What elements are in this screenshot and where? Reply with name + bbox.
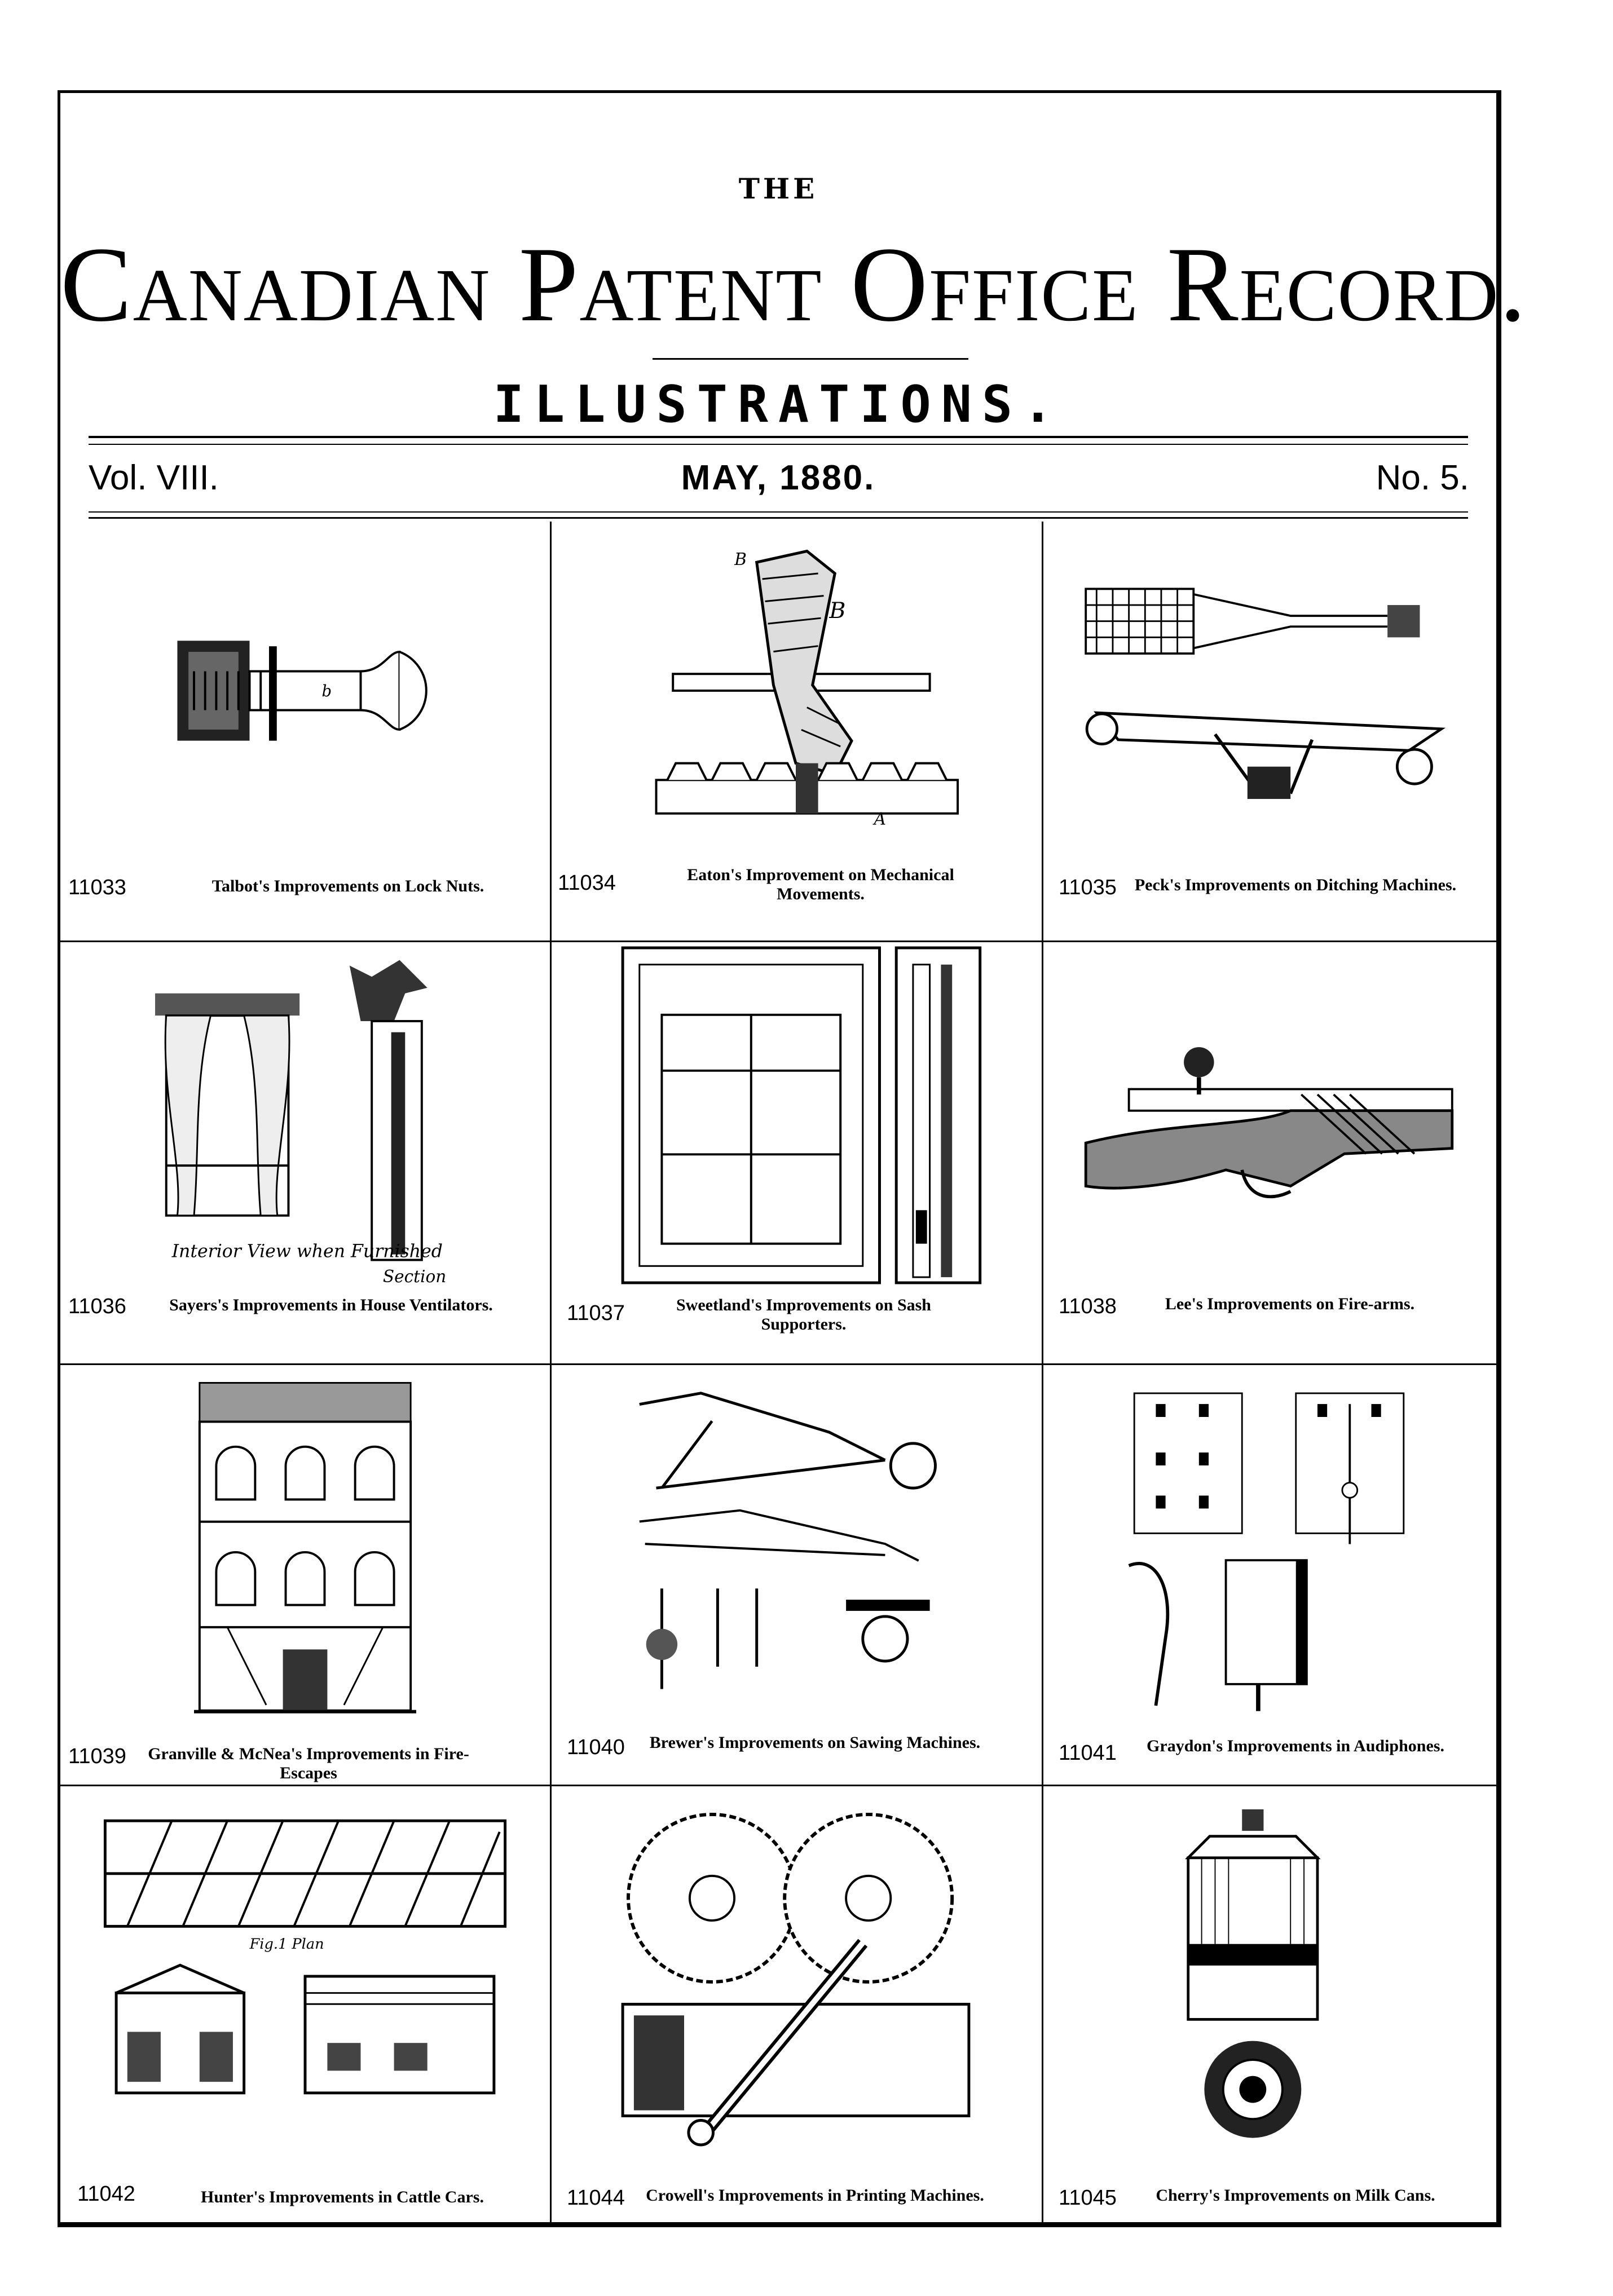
row-divider xyxy=(60,1363,1496,1365)
lock-nut-illustration: b xyxy=(83,606,527,775)
patent-number: 11033 xyxy=(68,876,126,899)
patent-number: 11037 xyxy=(567,1301,625,1325)
patent-cell-11040: 11040 Brewer's Improvements on Sawing Ma… xyxy=(550,1363,1042,1785)
patent-caption: Crowell's Improvements in Printing Machi… xyxy=(646,2186,984,2205)
svg-text:A: A xyxy=(872,810,886,829)
patent-number: 11040 xyxy=(567,1736,625,1759)
patent-number: 11036 xyxy=(68,1295,126,1318)
svg-text:B: B xyxy=(828,598,845,624)
svg-text:B: B xyxy=(734,550,747,569)
page-frame: THE Canadian Patent Office Record. ILLUS… xyxy=(58,90,1527,2227)
svg-text:b: b xyxy=(322,682,332,700)
patent-caption: Sweetland's Improvements on Sash Support… xyxy=(676,1296,931,1334)
patent-number: 11042 xyxy=(77,2182,135,2206)
patent-cell-11033: b 11033 Talbot's Improvements on Lock Nu… xyxy=(60,522,550,941)
patent-number: 11034 xyxy=(558,871,616,895)
patent-number: 11045 xyxy=(1059,2186,1117,2210)
patent-cell-11037: 11037 Sweetland's Improvements on Sash S… xyxy=(550,941,1042,1363)
patent-caption: Sayers's Improvements in House Ventilato… xyxy=(169,1296,493,1314)
masthead-subtitle: ILLUSTRATIONS. xyxy=(493,375,1064,434)
cattle-car-illustration: Fig.1 Plan xyxy=(83,1807,527,2145)
issue-number: No. 5. xyxy=(1376,458,1469,497)
house-ventilator-illustration: Interior View when Furnished Section xyxy=(83,952,527,1313)
masthead-title: Canadian Patent Office Record. xyxy=(60,226,1527,344)
patent-number: 11041 xyxy=(1059,1741,1117,1765)
title-divider xyxy=(653,358,968,360)
header-rule-top xyxy=(89,436,1468,438)
patent-cell-11045: 11045 Cherry's Improvements on Milk Cans… xyxy=(1042,1785,1496,2225)
patent-cell-11034: B B A 11034 Eaton's Improvement on Mecha… xyxy=(550,522,1042,941)
header-rule-bottom xyxy=(89,517,1468,519)
patent-caption: Cherry's Improvements on Milk Cans. xyxy=(1156,2186,1435,2205)
sawing-machine-illustration xyxy=(572,1375,1019,1724)
row-divider xyxy=(60,1785,1496,1786)
patent-caption: Hunter's Improvements in Cattle Cars. xyxy=(201,2188,484,2206)
ditching-machine-illustration xyxy=(1064,561,1474,843)
patent-cell-11036: Interior View when Furnished Section 110… xyxy=(60,941,550,1363)
fire-arm-illustration xyxy=(1064,1025,1474,1239)
plan-label: Fig.1 Plan xyxy=(249,1936,324,1953)
patent-cell-11039: 11039 Granville & McNea's Improvements i… xyxy=(60,1363,550,1785)
patent-number: 11035 xyxy=(1059,876,1117,899)
section-label: Section xyxy=(383,1267,446,1286)
fire-escape-illustration xyxy=(83,1369,527,1730)
volume-label: Vol. VIII. xyxy=(89,458,219,497)
header-rule-top-thin xyxy=(89,444,1468,445)
row-divider xyxy=(60,941,1496,942)
header-rule-bottom-thin xyxy=(89,511,1468,513)
patent-cell-11042: Fig.1 Plan 11042 Hunter's Improvements i… xyxy=(60,1785,550,2225)
patent-caption: Granville & McNea's Improvements in Fire… xyxy=(148,1745,469,1782)
patent-caption: Brewer's Improvements on Sawing Machines… xyxy=(649,1733,981,1752)
audiphone-illustration xyxy=(1064,1375,1474,1724)
patent-number: 11044 xyxy=(567,2186,625,2210)
patent-caption: Graydon's Improvements in Audiphones. xyxy=(1147,1737,1444,1755)
patent-cell-11038: 11038 Lee's Improvements on Fire-arms. xyxy=(1042,941,1496,1363)
patent-caption: Peck's Improvements on Ditching Machines… xyxy=(1134,876,1457,894)
milk-can-illustration xyxy=(1064,1796,1474,2157)
sash-supporter-illustration xyxy=(572,941,1019,1290)
patent-cell-11044: 11044 Crowell's Improvements in Printing… xyxy=(550,1785,1042,2225)
patent-cell-11041: 11041 Graydon's Improvements in Audiphon… xyxy=(1042,1363,1496,1785)
patent-number: 11039 xyxy=(68,1745,126,1768)
patent-number: 11038 xyxy=(1059,1295,1117,1318)
issue-date: MAY, 1880. xyxy=(681,458,876,497)
masthead-the: THE xyxy=(738,172,818,205)
patent-cell-11035: 11035 Peck's Improvements on Ditching Ma… xyxy=(1042,522,1496,941)
printing-machine-illustration xyxy=(572,1802,1019,2157)
column-divider xyxy=(1042,522,1043,2225)
illustration-grid: b 11033 Talbot's Improvements on Lock Nu… xyxy=(60,522,1496,2225)
patent-caption: Talbot's Improvements on Lock Nuts. xyxy=(211,877,484,895)
mechanical-movement-illustration: B B A xyxy=(572,538,1019,832)
interior-view-label: Interior View when Furnished xyxy=(171,1242,443,1262)
patent-caption: Eaton's Improvement on Mechanical Moveme… xyxy=(687,866,954,903)
patent-caption: Lee's Improvements on Fire-arms. xyxy=(1165,1295,1415,1313)
column-divider xyxy=(550,522,552,2225)
